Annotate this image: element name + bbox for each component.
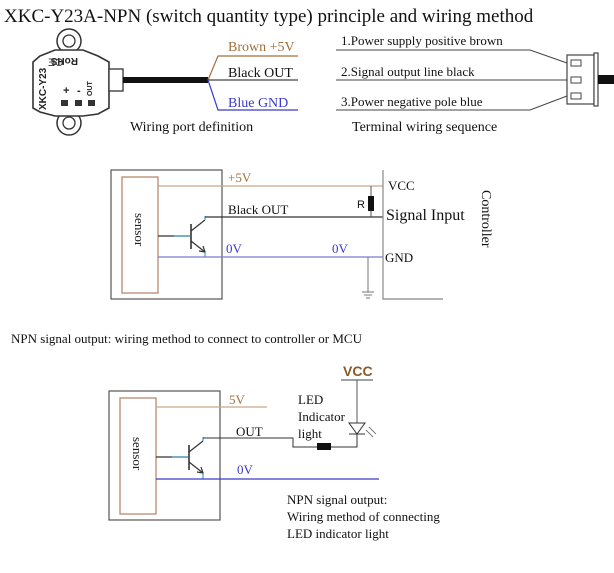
led-label-line-3: light xyxy=(298,426,322,441)
label-out: OUT xyxy=(236,424,263,439)
label-controller: Controller xyxy=(478,190,493,248)
wire-label-blue: Blue GND xyxy=(228,96,288,111)
wire-label-brown: Brown +5V xyxy=(228,40,295,55)
out-mark: OUT xyxy=(87,81,94,97)
transistor-collector xyxy=(190,219,206,232)
label-plus5v: +5V xyxy=(228,170,252,185)
led-label-line-1: LED xyxy=(298,392,323,407)
led-label-line-2: Indicator xyxy=(298,409,346,424)
mount-hole-top xyxy=(62,34,76,48)
chinese-label-1 xyxy=(61,100,68,106)
device-model-label: XKC-Y23 xyxy=(38,67,49,110)
ce-mark: ƎϽ xyxy=(48,57,63,69)
chinese-label-2 xyxy=(75,100,82,106)
led-caption-line-3: LED indicator light xyxy=(287,526,389,541)
controller-bracket xyxy=(382,170,443,300)
label-0v-left: 0V xyxy=(226,241,243,256)
device-body xyxy=(32,49,110,117)
minus-mark: - xyxy=(77,85,81,97)
label-vcc: VCC xyxy=(388,178,415,193)
sensor-label-2: sensor xyxy=(130,437,145,471)
label-vcc-led: VCC xyxy=(343,363,373,379)
line-out xyxy=(203,434,358,448)
sensor-outer-box xyxy=(110,169,223,300)
label-black-out: Black OUT xyxy=(228,202,288,217)
terminal-line-3: 3.Power negative pole blue xyxy=(341,94,483,109)
sensor-inner-box xyxy=(121,176,159,294)
diagram-title: XKC-Y23A-NPN (switch quantity type) prin… xyxy=(4,6,534,27)
chinese-label-3 xyxy=(88,100,95,106)
transistor-collector-2 xyxy=(188,440,204,453)
terminal-connector xyxy=(566,52,614,107)
npn-controller-caption: NPN signal output: wiring method to conn… xyxy=(11,331,363,346)
terminal-caption: Terminal wiring sequence xyxy=(352,120,497,135)
rohs-mark: RoHS xyxy=(50,55,78,66)
label-gnd: GND xyxy=(385,250,413,265)
terminal-wire-1 xyxy=(336,49,568,64)
sensor-inner-box-2 xyxy=(119,397,157,515)
terminal-pin-1 xyxy=(570,59,582,67)
led-icon xyxy=(348,422,366,435)
wire-label-black: Black OUT xyxy=(228,66,293,81)
label-5v: 5V xyxy=(229,392,246,407)
label-signal-input: Signal Input xyxy=(386,207,465,224)
led-circuit: sensor 5V OUT 0V VCC LED Indicator light… xyxy=(108,363,440,541)
sensor-label: sensor xyxy=(132,213,147,247)
label-0v: 0V xyxy=(237,462,254,477)
resistor-icon xyxy=(368,196,374,211)
port-definition-caption: Wiring port definition xyxy=(130,120,253,135)
led-resistor-icon xyxy=(317,443,331,450)
light-ray-icon xyxy=(365,429,374,438)
cable-gland xyxy=(108,68,124,92)
terminal-pin-3 xyxy=(570,92,582,100)
sensor-device: XKC-Y23 RoHS ƎϽ + - OUT xyxy=(32,28,124,136)
terminal-cable xyxy=(598,75,614,84)
led-caption-line-1: NPN signal output: xyxy=(287,492,387,507)
transistor-emitter xyxy=(190,240,206,253)
mount-hole-bottom xyxy=(62,116,76,130)
terminal-wire-3 xyxy=(336,95,568,111)
wire-blue xyxy=(207,79,298,111)
led-caption-line-2: Wiring method of connecting xyxy=(287,509,440,524)
resistor-label: R xyxy=(357,199,365,211)
transistor-emitter-2 xyxy=(188,461,204,474)
wire-brown xyxy=(207,55,298,81)
terminal-line-2: 2.Signal output line black xyxy=(341,64,475,79)
sensor-outer-box-2 xyxy=(108,390,221,521)
terminal-line-1: 1.Power supply positive brown xyxy=(341,33,503,48)
terminal-pin-2 xyxy=(570,76,582,84)
plus-mark: + xyxy=(63,85,69,97)
label-0v-right: 0V xyxy=(332,241,349,256)
controller-circuit: sensor +5V Black OUT 0V 0V R VCC Signal xyxy=(110,169,493,300)
